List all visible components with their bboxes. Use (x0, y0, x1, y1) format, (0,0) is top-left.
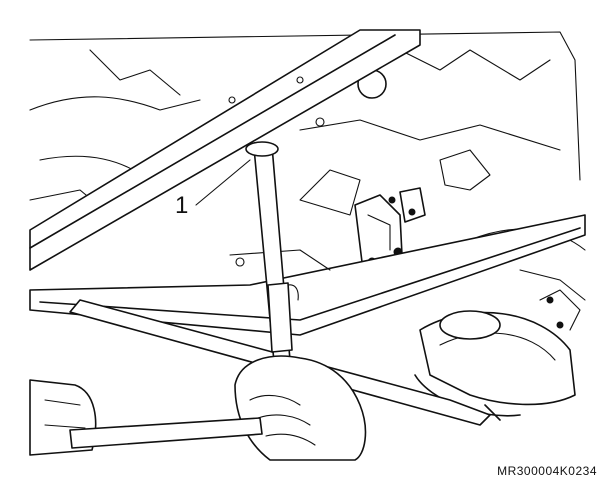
technician-hands (29, 355, 367, 461)
figure-code: MR300004K0234 (497, 464, 597, 478)
callout-leader-line (195, 159, 251, 206)
underbody-background (29, 31, 586, 301)
exhaust-muffler (414, 289, 581, 421)
side-member-upper (29, 29, 421, 271)
callout-label: 1 (175, 192, 189, 219)
